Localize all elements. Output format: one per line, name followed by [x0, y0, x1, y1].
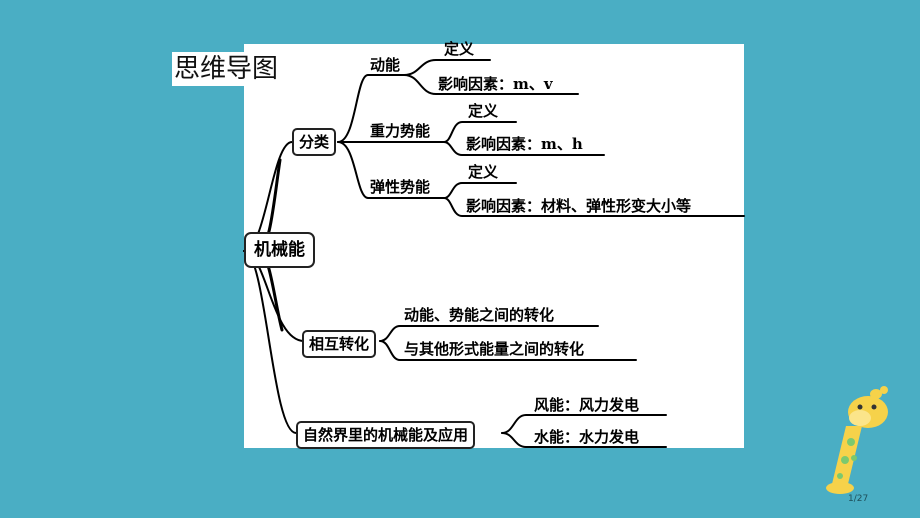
category-elastic-energy: 弹性势能: [370, 178, 431, 196]
page-number: 1/27: [848, 494, 869, 504]
leaf-kinetic-factors: 影响因素：m、v: [438, 75, 553, 93]
leaf-other-energy-conversion: 与其他形式能量之间的转化: [404, 340, 585, 358]
leaf-elastic-definition: 定义: [468, 163, 499, 181]
leaf-wind-energy: 风能：风力发电: [534, 396, 640, 414]
branch-nature-applications: 自然界里的机械能及应用: [296, 421, 476, 449]
mind-map-board: [244, 44, 744, 448]
leaf-water-energy: 水能：水力发电: [534, 428, 640, 446]
leaf-kinetic-definition: 定义: [444, 40, 475, 58]
connector-elastic: [337, 141, 445, 199]
leaf-elastic-factors: 影响因素：材料、弹性形变大小等: [466, 197, 692, 215]
category-kinetic-energy: 动能: [370, 56, 401, 74]
root-node: 机械能: [244, 232, 315, 268]
giraffe-icon: [826, 386, 888, 494]
leaf-kinetic-potential-conversion: 动能、势能之间的转化: [404, 306, 555, 324]
branch-classification: 分类: [292, 128, 337, 156]
category-gravitational-energy: 重力势能: [370, 122, 431, 140]
leaf-gravity-definition: 定义: [468, 102, 499, 120]
mind-map-title: 思维导图: [172, 52, 281, 86]
connector-kinetic: [337, 74, 405, 143]
leaf-gravity-factors: 影响因素：m、h: [466, 135, 583, 153]
branch-conversion: 相互转化: [302, 330, 377, 358]
